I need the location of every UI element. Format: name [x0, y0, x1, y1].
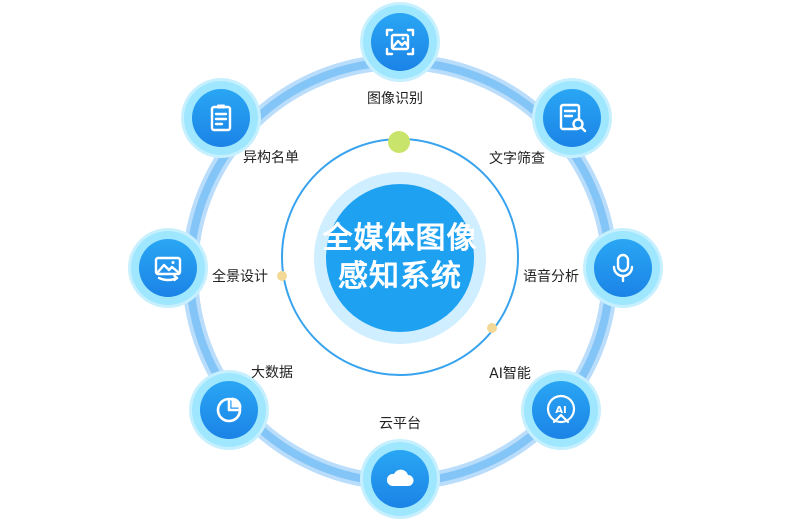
pie-chart-icon	[216, 397, 242, 423]
center-title: 全媒体图像 感知系统	[323, 220, 478, 296]
yellow-dot-left	[277, 271, 287, 281]
node-image-recognition[interactable]	[363, 5, 437, 79]
label-cloud-platform: 云平台	[379, 416, 421, 432]
svg-text:AI: AI	[555, 405, 566, 416]
node-heterogeneous-list[interactable]	[184, 81, 258, 155]
document-search-icon	[559, 103, 587, 133]
node-panorama-design[interactable]	[131, 231, 205, 305]
microphone-icon	[612, 253, 634, 283]
node-text-filter[interactable]	[535, 81, 609, 155]
image-frame-icon	[385, 28, 415, 56]
node-speech-analysis[interactable]	[586, 231, 660, 305]
node-big-data[interactable]	[192, 373, 266, 447]
node-ai-intelligence[interactable]: AI	[524, 373, 598, 447]
clipboard-list-icon	[210, 104, 232, 132]
label-speech-analysis: 语音分析	[523, 269, 579, 285]
yellow-dot-right	[487, 323, 497, 333]
panorama-image-icon	[154, 256, 182, 282]
label-heterogeneous-list: 异构名单	[243, 150, 299, 166]
label-text-filter: 文字筛查	[489, 151, 545, 167]
center-title-line2: 感知系统	[338, 259, 462, 294]
cloud-icon	[386, 469, 414, 486]
label-ai-intelligence: AI智能	[489, 366, 531, 382]
label-panorama-design: 全景设计	[212, 269, 268, 285]
center-title-line1: 全媒体图像	[322, 221, 478, 256]
center-disc	[326, 184, 474, 332]
label-image-recognition: 图像识别	[367, 91, 423, 107]
label-big-data: 大数据	[251, 365, 293, 381]
ai-badge-icon: AI	[546, 394, 576, 424]
green-dot	[388, 131, 410, 153]
node-cloud-platform[interactable]	[363, 442, 437, 516]
